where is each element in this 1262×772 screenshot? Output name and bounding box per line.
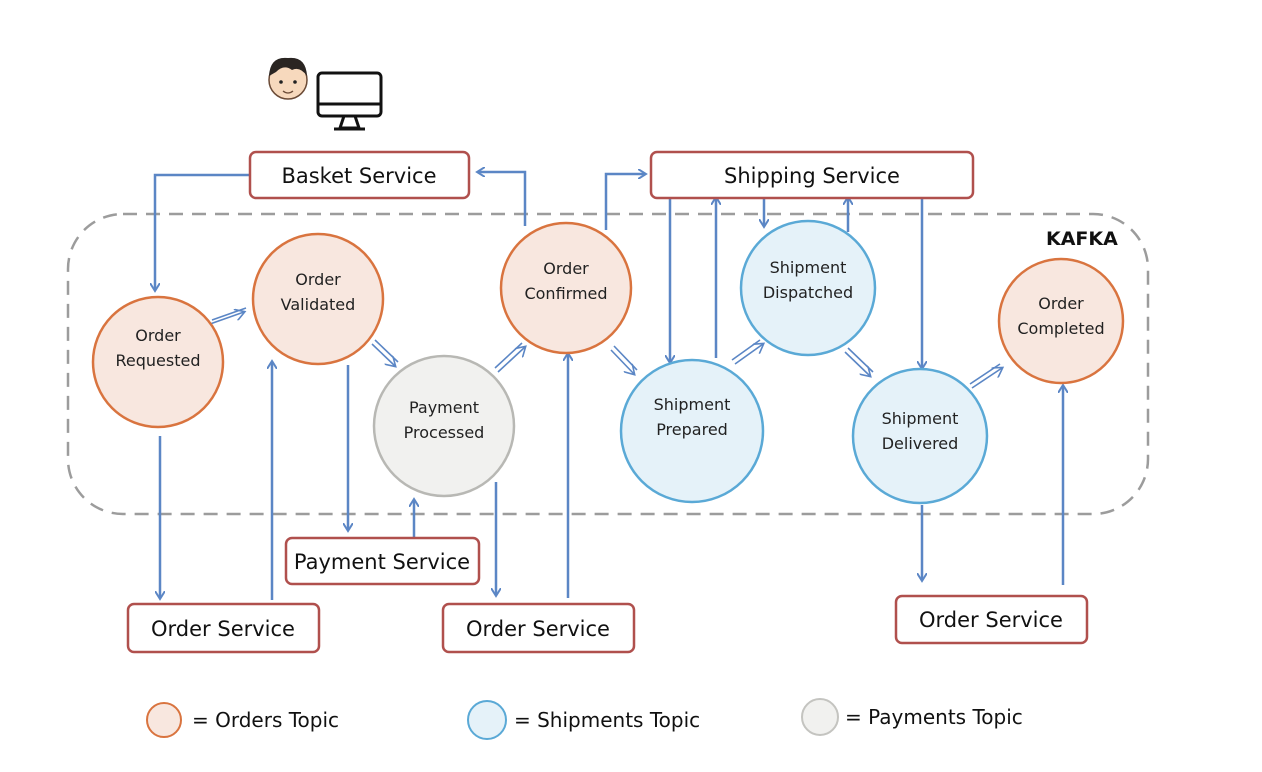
svg-text:Shipment: Shipment <box>770 258 847 277</box>
svg-text:Order: Order <box>295 270 341 289</box>
legend-orders: = Orders Topic <box>146 702 339 738</box>
node-order-completed: Order Completed <box>997 257 1125 385</box>
order-service-3: Order Service <box>894 594 1089 645</box>
arrow-order-confirmed-to-basket <box>478 172 527 226</box>
svg-text:Processed: Processed <box>404 423 485 442</box>
node-shipment-delivered: Shipment Delivered <box>851 367 989 505</box>
svg-text:Completed: Completed <box>1017 319 1104 338</box>
transition-arrows <box>209 308 1002 389</box>
transition-delivered-completed <box>969 364 1002 389</box>
kafka-boundary <box>66 212 1150 516</box>
svg-text:Validated: Validated <box>281 295 356 314</box>
order-service-1-label: Order Service <box>151 617 295 641</box>
payment-service: Payment Service <box>284 536 481 586</box>
legend-shipments: = Shipments Topic <box>467 700 700 740</box>
svg-text:Payment: Payment <box>409 398 479 417</box>
kafka-label: KAFKA <box>1046 228 1118 250</box>
transition-processed-confirmed <box>494 343 525 373</box>
shipping-service-label: Shipping Service <box>724 164 900 188</box>
user-face-icon <box>268 57 308 100</box>
svg-text:Shipment: Shipment <box>882 409 959 428</box>
transition-confirmed-prepared <box>610 345 637 374</box>
svg-text:Confirmed: Confirmed <box>524 284 607 303</box>
svg-text:= Payments Topic: = Payments Topic <box>845 705 1023 729</box>
order-service-3-label: Order Service <box>919 608 1063 632</box>
order-service-2: Order Service <box>441 602 636 654</box>
arrows <box>155 172 1063 600</box>
svg-text:Dispatched: Dispatched <box>763 283 853 302</box>
order-service-2-label: Order Service <box>466 617 610 641</box>
svg-text:Shipment: Shipment <box>654 395 731 414</box>
order-service-1: Order Service <box>126 602 321 654</box>
node-shipment-dispatched: Shipment Dispatched <box>739 219 877 357</box>
arrow-order-confirmed-to-shipping <box>604 174 645 230</box>
desktop-monitor-icon <box>316 71 383 131</box>
node-order-confirmed: Order Confirmed <box>499 221 633 355</box>
svg-text:= Orders Topic: = Orders Topic <box>192 708 339 732</box>
shipping-service: Shipping Service <box>649 150 975 200</box>
transition-prepared-dispatched <box>731 340 763 365</box>
svg-text:Order: Order <box>1038 294 1084 313</box>
svg-text:Prepared: Prepared <box>656 420 728 439</box>
svg-text:Order: Order <box>543 259 589 278</box>
node-payment-processed: Payment Processed <box>372 354 516 498</box>
transition-requested-validated <box>209 308 246 325</box>
svg-text:Order: Order <box>135 326 181 345</box>
legend-payments: = Payments Topic <box>801 698 1023 736</box>
basket-service-label: Basket Service <box>281 164 436 188</box>
payment-service-label: Payment Service <box>294 550 470 574</box>
node-shipment-prepared: Shipment Prepared <box>619 358 765 504</box>
node-order-requested: Order Requested <box>91 295 225 429</box>
svg-text:Requested: Requested <box>116 351 201 370</box>
transition-validated-processed <box>371 339 398 366</box>
svg-text:Delivered: Delivered <box>882 434 959 453</box>
node-order-validated: Order Validated <box>251 232 385 366</box>
basket-service: Basket Service <box>248 150 471 200</box>
legend: = Orders Topic = Shipments Topic = Payme… <box>146 698 1023 740</box>
svg-text:= Shipments Topic: = Shipments Topic <box>514 708 700 732</box>
transition-dispatched-delivered <box>844 347 873 376</box>
arrow-basket-to-order-requested <box>155 173 250 290</box>
